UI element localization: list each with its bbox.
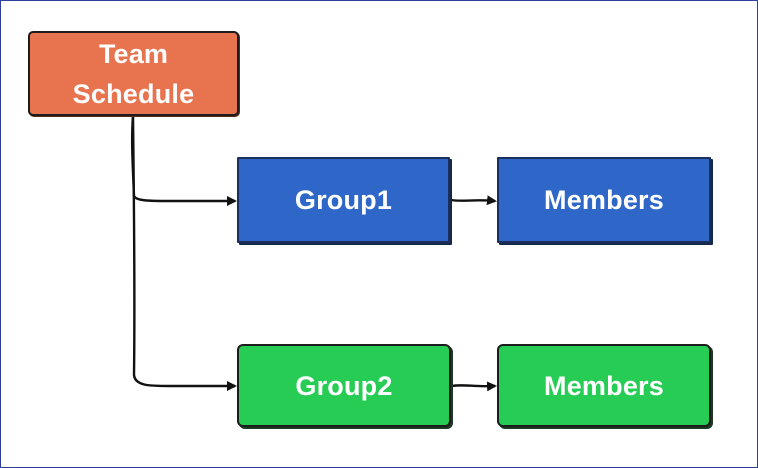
node-team-schedule-label: Team Schedule [72, 38, 195, 109]
node-team-schedule: Team Schedule [28, 31, 239, 116]
node-group2-label: Group2 [295, 370, 393, 401]
edge-group1-members1 [450, 195, 497, 206]
node-members-2: Members [497, 344, 711, 427]
edge-root-group2 [131, 115, 237, 391]
edge-root-group1 [130, 115, 237, 206]
node-members-2-label: Members [544, 370, 664, 401]
node-group1: Group1 [237, 157, 450, 243]
node-group1-label: Group1 [294, 185, 393, 215]
edge-group2-members2 [451, 381, 497, 392]
node-members-1-label: Members [544, 185, 664, 215]
node-members-1: Members [497, 157, 711, 243]
node-group2: Group2 [237, 344, 451, 427]
